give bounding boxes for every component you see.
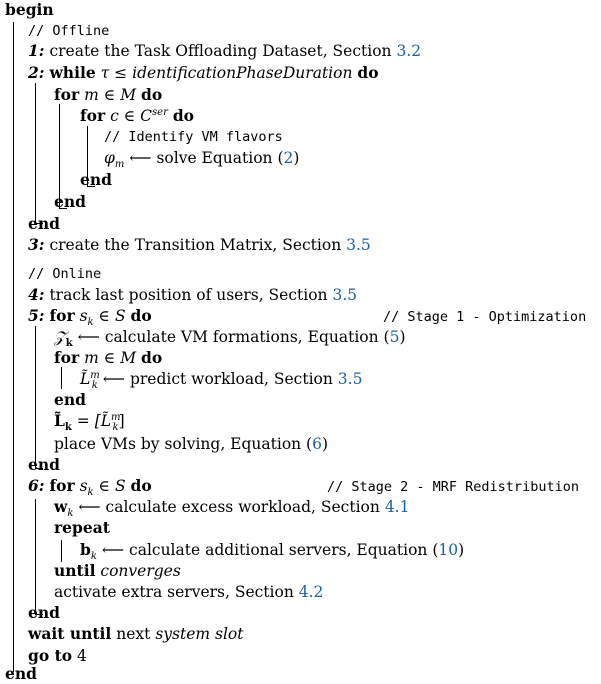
comment-stage-2: // Stage 2 - MRF Redistribution xyxy=(327,479,579,495)
line-1-text: create the Task Offloading Dataset, Sect… xyxy=(49,42,392,60)
line-2: 2: while τ ≤ identificationPhaseDuration… xyxy=(28,63,379,82)
comment-stage-1: // Stage 1 - Optimization xyxy=(383,309,587,325)
block-tick-for-c xyxy=(87,186,95,187)
block-rule-while xyxy=(35,83,36,223)
while-condition: identificationPhaseDuration xyxy=(132,64,353,82)
z-assignment: 𝒵k ⟵ calculate VM formations, Equation (… xyxy=(54,328,406,350)
comment-online: // Online xyxy=(28,266,102,282)
line-number-6: 6: xyxy=(28,476,45,495)
line-5: 5: for sk ∈ S do xyxy=(28,306,152,329)
line-1: 1: create the Task Offloading Dataset, S… xyxy=(28,41,421,61)
equation-link-10[interactable]: 10 xyxy=(438,541,459,559)
l-vector-line: L̃k = [L̃mk] xyxy=(54,411,125,434)
for-c-line: for c ∈ Cser do xyxy=(80,106,195,125)
goto-line: go to 4 xyxy=(28,646,87,665)
line-6: 6: for sk ∈ S do xyxy=(28,476,152,499)
activate-line: activate extra servers, Section 4.2 xyxy=(54,583,324,601)
section-link-3-5[interactable]: 3.5 xyxy=(346,236,371,254)
section-link-3-5-b[interactable]: 3.5 xyxy=(332,286,358,304)
section-link-3-2[interactable]: 3.2 xyxy=(396,42,422,60)
equation-link-6[interactable]: 6 xyxy=(312,435,322,453)
until-line: until converges xyxy=(54,561,181,580)
section-link-3-5-c[interactable]: 3.5 xyxy=(337,370,363,388)
end-while: end xyxy=(28,214,60,233)
repeat-keyword: repeat xyxy=(54,518,110,537)
predict-workload-line: L̃mk ⟵ predict workload, Section 3.5 xyxy=(80,369,363,392)
line-number-2: 2: xyxy=(28,63,45,82)
section-link-4-2[interactable]: 4.2 xyxy=(298,583,324,601)
end-for-c: end xyxy=(80,170,112,189)
line-number-1: 1: xyxy=(28,41,45,60)
section-link-4-1[interactable]: 4.1 xyxy=(384,498,410,516)
comment-identify-vm: // Identify VM flavors xyxy=(104,129,283,145)
end-for-m2: end xyxy=(54,390,86,409)
equation-link-5[interactable]: 5 xyxy=(389,328,400,346)
line-number-3: 3: xyxy=(28,235,45,254)
block-rule-for-m2 xyxy=(61,367,62,389)
phi-assignment: φm ⟵ solve Equation (2) xyxy=(104,149,300,171)
end-for-sk1: end xyxy=(28,455,60,474)
end-for-sk2: end xyxy=(28,603,60,622)
end-keyword: end xyxy=(5,664,37,683)
comment-offline: // Offline xyxy=(28,23,110,39)
equation-link-2[interactable]: 2 xyxy=(283,149,294,167)
block-tick-for-sk1 xyxy=(35,468,43,469)
begin-keyword: begin xyxy=(5,0,54,19)
line-3: 3: create the Transition Matrix, Section… xyxy=(28,235,371,254)
line-4: 4: track last position of users, Section… xyxy=(28,285,358,304)
block-tick-for-sk2 xyxy=(35,614,43,615)
block-tick-for-m xyxy=(59,208,67,209)
end-for-m: end xyxy=(54,192,86,211)
block-rule-for-sk2 xyxy=(35,499,36,614)
b-assignment: bk ⟵ calculate additional servers, Equat… xyxy=(80,540,465,563)
block-tick-while xyxy=(35,223,43,224)
block-rule-for-sk1 xyxy=(35,326,36,468)
wait-line: wait until next system slot xyxy=(28,624,244,643)
line-number-5: 5: xyxy=(28,306,45,325)
line-number-4: 4: xyxy=(28,285,45,304)
block-rule-for-c xyxy=(87,126,88,186)
w-assignment: wk ⟵ calculate excess workload, Section … xyxy=(54,497,410,520)
for-m2-line: for m ∈ M do xyxy=(54,348,163,367)
block-rule-for-m xyxy=(59,104,60,208)
place-vms-line: place VMs by solving, Equation (6) xyxy=(54,435,329,453)
block-rule-repeat xyxy=(61,540,62,562)
block-rule-main xyxy=(13,22,14,672)
for-m-line: for m ∈ M do xyxy=(54,85,163,104)
while-keyword: while xyxy=(49,63,96,82)
